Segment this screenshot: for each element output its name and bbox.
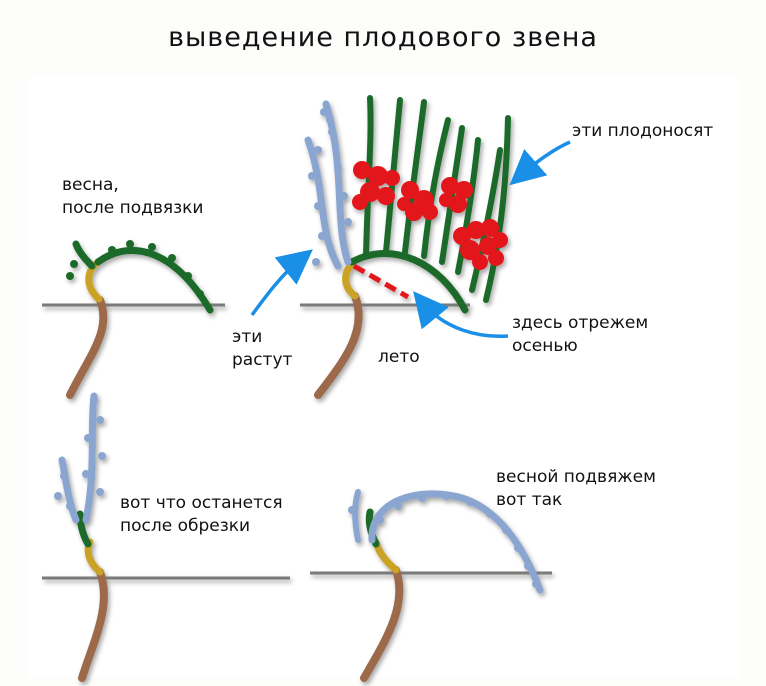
blue-shoot-growing <box>304 100 352 270</box>
trunk <box>66 296 108 399</box>
blue-shoot-remaining-b <box>58 456 80 524</box>
label-spring: весна, после подвязки <box>62 174 203 220</box>
label-spring-tie: весной подвяжем вот так <box>496 466 656 512</box>
summer-plant <box>300 95 511 399</box>
panel-spring-tie <box>318 396 738 678</box>
page-title: выведение плодового звена <box>168 22 598 53</box>
blue-shoot-stub <box>352 489 361 543</box>
trunk <box>314 292 363 399</box>
panel-spring <box>28 78 293 396</box>
green-shoot-upright <box>72 240 96 270</box>
label-cut-here: здесь отрежем осенью <box>512 312 648 358</box>
label-these-grow-line1: эти <box>232 327 263 347</box>
panel-after-prune <box>28 396 318 678</box>
pruned-plant <box>42 392 290 682</box>
label-cut-here-line1: здесь отрежем <box>512 313 649 333</box>
blue-shoot-remaining <box>82 392 98 524</box>
trunk <box>78 568 108 682</box>
trunk <box>360 566 404 682</box>
label-summer: лето <box>378 347 420 367</box>
tied-plant <box>310 489 552 682</box>
label-these-fruit: эти плодоносят <box>572 121 714 141</box>
green-stub <box>76 510 92 548</box>
berry-clusters <box>352 161 508 270</box>
label-spring-line1: весна, <box>62 175 119 195</box>
arrow-cut-here <box>413 291 509 339</box>
green-shoot-tied <box>94 247 214 314</box>
label-spring-tie-line1: весной подвяжем <box>496 467 656 487</box>
arrow-these-fruit <box>509 140 571 186</box>
label-after-prune: вот что останется после обрезки <box>120 492 283 538</box>
tie-knot <box>342 260 359 300</box>
label-spring-line2: после подвязки <box>62 198 204 218</box>
spring-plant <box>42 240 225 399</box>
label-after-prune-line2: после обрезки <box>120 516 251 536</box>
label-cut-here-line2: осенью <box>512 336 578 356</box>
label-spring-tie-line2: вот так <box>496 490 563 510</box>
label-these-grow: эти растут <box>232 326 292 372</box>
cut-line <box>352 263 410 300</box>
blue-shoot-tied <box>368 490 544 594</box>
label-after-prune-line1: вот что останется <box>120 493 283 513</box>
label-these-grow-line2: растут <box>232 350 293 370</box>
arrow-these-grow <box>250 249 313 317</box>
